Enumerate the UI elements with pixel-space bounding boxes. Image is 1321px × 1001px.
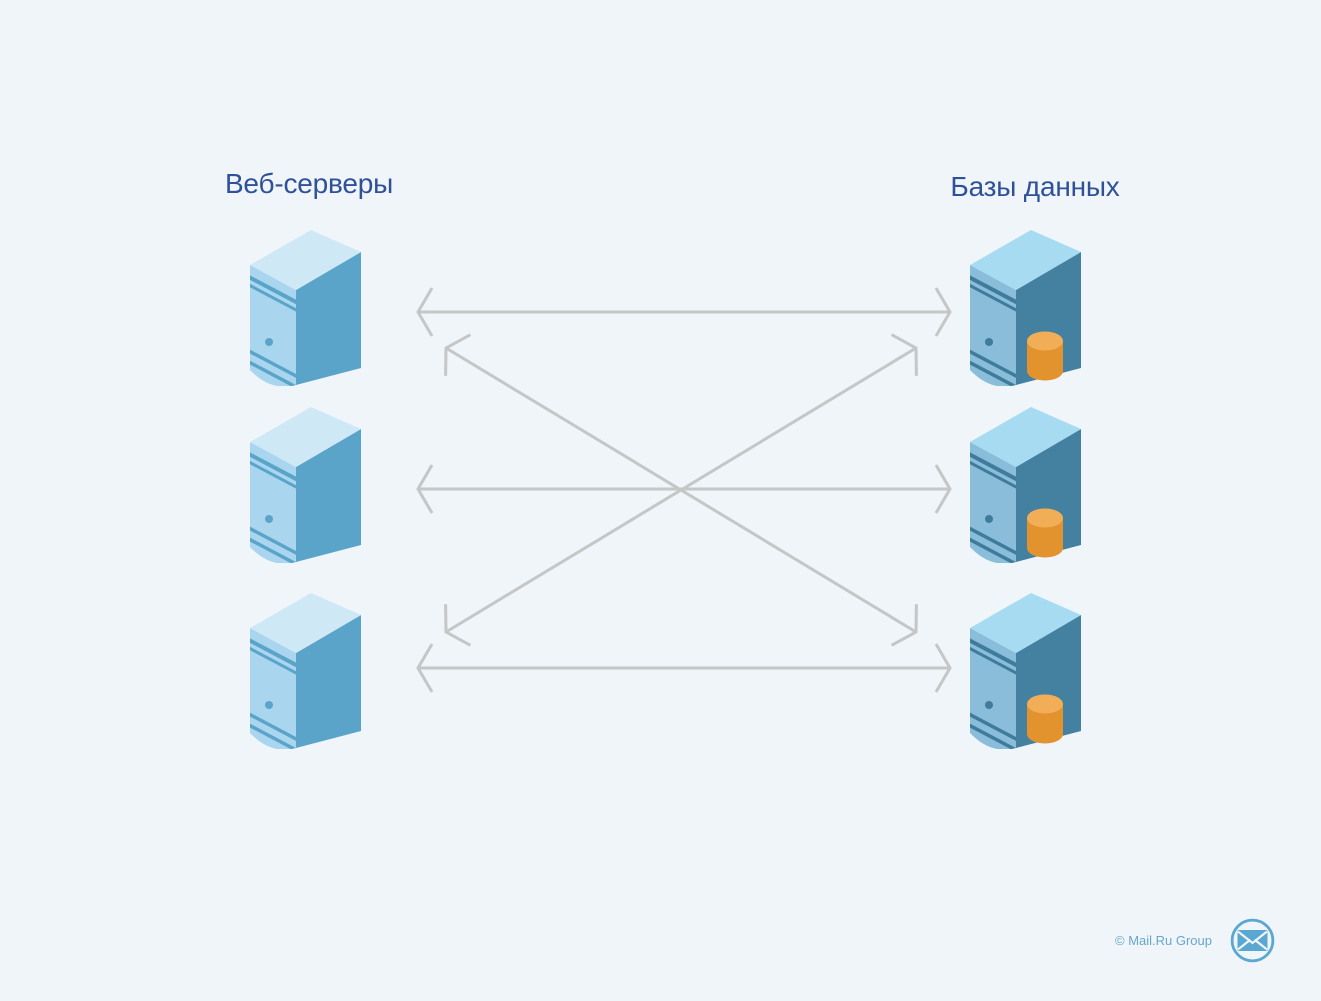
web-server-icon	[249, 593, 361, 749]
footer: © Mail.Ru Group	[1115, 918, 1275, 963]
database-3	[969, 592, 1084, 749]
database-2	[969, 406, 1084, 563]
copyright-text: © Mail.Ru Group	[1115, 933, 1212, 948]
web-server-icon	[249, 407, 361, 563]
databases-title: Базы данных	[950, 171, 1120, 202]
web-server-3	[249, 592, 364, 749]
database-1	[969, 229, 1084, 386]
connection-arrow-web-server-1-database-3	[444, 333, 918, 647]
web-server-1	[249, 229, 364, 386]
connection-arrow-web-server-1-database-1	[416, 287, 952, 337]
web-server-2	[249, 406, 364, 563]
database-server-icon	[969, 407, 1081, 563]
mailru-envelope-icon	[1230, 918, 1275, 963]
database-server-icon	[969, 230, 1081, 386]
connection-arrow-web-server-2-database-2	[416, 464, 952, 514]
web-servers-title: Веб-серверы	[224, 168, 394, 199]
connection-arrow-web-server-3-database-1	[444, 333, 918, 647]
database-server-icon	[969, 593, 1081, 749]
web-server-icon	[249, 230, 361, 386]
connection-arrow-web-server-3-database-3	[416, 643, 952, 693]
